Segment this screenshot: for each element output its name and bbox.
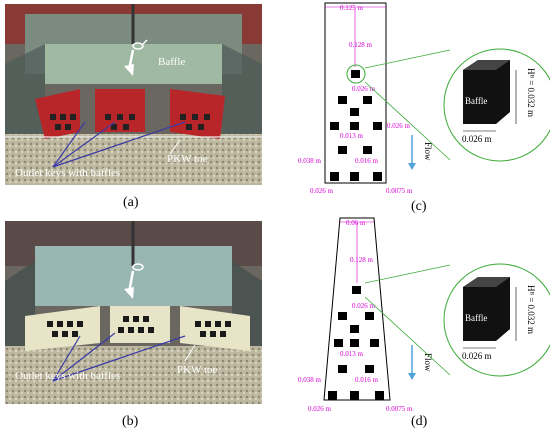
d-inset-height: Hᴮ = 0.032 m — [526, 285, 536, 334]
outlet-label-b: Outlet keys with baffles — [15, 370, 120, 382]
photo-b-illustration: Outlet keys with baffles PKW toe — [5, 221, 262, 404]
d-top-width: 0.06 m — [346, 219, 366, 227]
c-inset-height: Hᴮ = 0.032 m — [526, 68, 536, 117]
c-inset-baffle: Baffle — [465, 96, 487, 106]
photo-b: Outlet keys with baffles PKW toe — [5, 221, 262, 404]
d-d7: 0.026 m — [308, 405, 332, 413]
c-top-width: 0.125 m — [340, 4, 364, 12]
schematic-d: 0.06 m 0.128 m 0.026 m 0.013 m 0.038 m 0… — [280, 215, 550, 415]
d-d5: 0.038 m — [298, 376, 322, 384]
c-flow-label: Flow — [423, 142, 433, 161]
toe-label-b: PKW toe — [177, 364, 218, 376]
d-d3: 0.013 m — [340, 350, 364, 358]
c-d8: 0.0075 m — [386, 187, 413, 195]
photo-a: Baffle Outlet keys with baffles PKW toe — [5, 4, 262, 185]
d-inset-baffle: Baffle — [465, 313, 487, 323]
c-d2: 0.026 m — [352, 85, 376, 93]
d-d2: 0.026 m — [352, 302, 376, 310]
panel-label-a: (a) — [123, 195, 139, 210]
panel-label-d: (d) — [411, 414, 428, 429]
c-d5: 0.038 m — [298, 157, 322, 165]
c-d1: 0.128 m — [349, 41, 373, 49]
schematic-c: 0.125 m 0.128 m 0.026 m 0.013 m 0.026 m … — [280, 0, 550, 215]
panel-label-b: (b) — [122, 414, 139, 429]
outlet-label-a: Outlet keys with baffles — [15, 167, 120, 179]
baffle-label-a: Baffle — [158, 56, 185, 68]
c-d6: 0.016 m — [355, 157, 379, 165]
d-d6: 0.016 m — [355, 376, 379, 384]
photo-a-illustration: Baffle Outlet keys with baffles PKW toe — [5, 4, 262, 185]
c-d7: 0.026 m — [310, 187, 334, 195]
schematic-d-drawing: 0.06 m 0.128 m 0.026 m 0.013 m 0.038 m 0… — [298, 217, 550, 413]
d-flow-label: Flow — [423, 353, 433, 372]
schematic-c-drawing: 0.125 m 0.128 m 0.026 m 0.013 m 0.026 m … — [298, 2, 550, 195]
d-inset-width: 0.026 m — [462, 351, 492, 361]
panel-label-c: (c) — [411, 199, 427, 214]
c-d4: 0.026 m — [387, 122, 411, 130]
toe-label-a: PKW toe — [167, 153, 208, 165]
c-inset-width: 0.026 m — [462, 134, 492, 144]
c-d3: 0.013 m — [340, 132, 364, 140]
d-d1: 0.128 m — [350, 256, 374, 264]
d-d8: 0.0075 m — [386, 405, 413, 413]
